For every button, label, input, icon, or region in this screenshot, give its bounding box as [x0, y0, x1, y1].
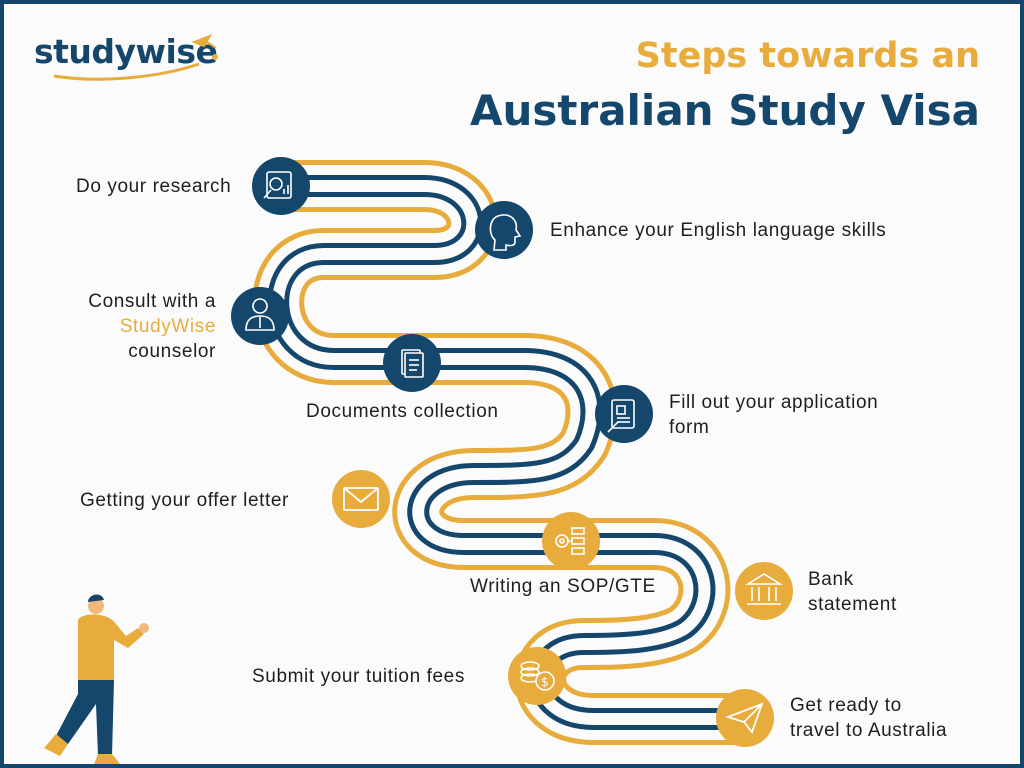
step-label-english: Enhance your English language skills [550, 220, 887, 241]
marker-application [595, 385, 653, 443]
marker-counselor [231, 287, 289, 345]
counselor-icon [245, 298, 275, 331]
step-label-bank: Bank statement [808, 567, 897, 617]
road-gap-inner [272, 180, 750, 725]
logo-dot [212, 54, 218, 60]
step-label-bank-line2: statement [808, 594, 897, 615]
step-label-application-line2: form [669, 417, 710, 438]
step-label-travel: Get ready to travel to Australia [790, 693, 947, 743]
marker-offer [332, 470, 390, 528]
marker-english [475, 201, 533, 259]
marker-research [252, 157, 310, 215]
person-illustration [44, 594, 149, 764]
svg-text:$: $ [541, 675, 549, 689]
step-label-travel-line2: travel to Australia [790, 720, 948, 741]
marker-tuition: $ [508, 647, 566, 705]
logo-swoosh-icon [53, 34, 217, 81]
marker-bank [735, 562, 793, 620]
bank-icon [745, 573, 783, 605]
title-line-2: Australian Study Visa [470, 86, 980, 135]
checklist-icon [555, 527, 585, 555]
title-line-1: Steps towards an [635, 36, 980, 76]
coins-icon: $ [520, 661, 555, 691]
marker-documents [383, 334, 441, 392]
studywise-logo: studywise [34, 26, 224, 86]
step-label-counselor-brand: StudyWise [119, 316, 216, 337]
documents-icon [401, 349, 424, 378]
speaking-head-icon [489, 214, 522, 251]
step-label-research: Do your research [76, 176, 232, 197]
step-label-sop: Writing an SOP/GTE [470, 576, 656, 597]
marker-travel [716, 689, 774, 747]
application-form-icon [607, 399, 635, 433]
step-label-tuition: Submit your tuition fees [252, 666, 465, 687]
step-label-documents: Documents collection [306, 401, 499, 422]
marker-sop [542, 512, 600, 570]
step-label-offer: Getting your offer letter [80, 490, 289, 511]
step-label-counselor: Consult with a StudyWise counselor [44, 289, 216, 364]
step-label-application: Fill out your application form [669, 390, 878, 440]
step-label-counselor-line1: Consult with a [88, 291, 216, 312]
step-label-application-line1: Fill out your application [669, 392, 879, 413]
research-icon [263, 171, 292, 199]
envelope-icon [343, 487, 379, 511]
paper-plane-icon [725, 702, 764, 734]
logo-wordmark: studywise [34, 32, 218, 71]
step-label-bank-line1: Bank [808, 569, 854, 590]
step-label-counselor-line3: counselor [128, 341, 216, 362]
step-label-travel-line1: Get ready to [790, 695, 902, 716]
winding-road: $ [44, 157, 793, 764]
